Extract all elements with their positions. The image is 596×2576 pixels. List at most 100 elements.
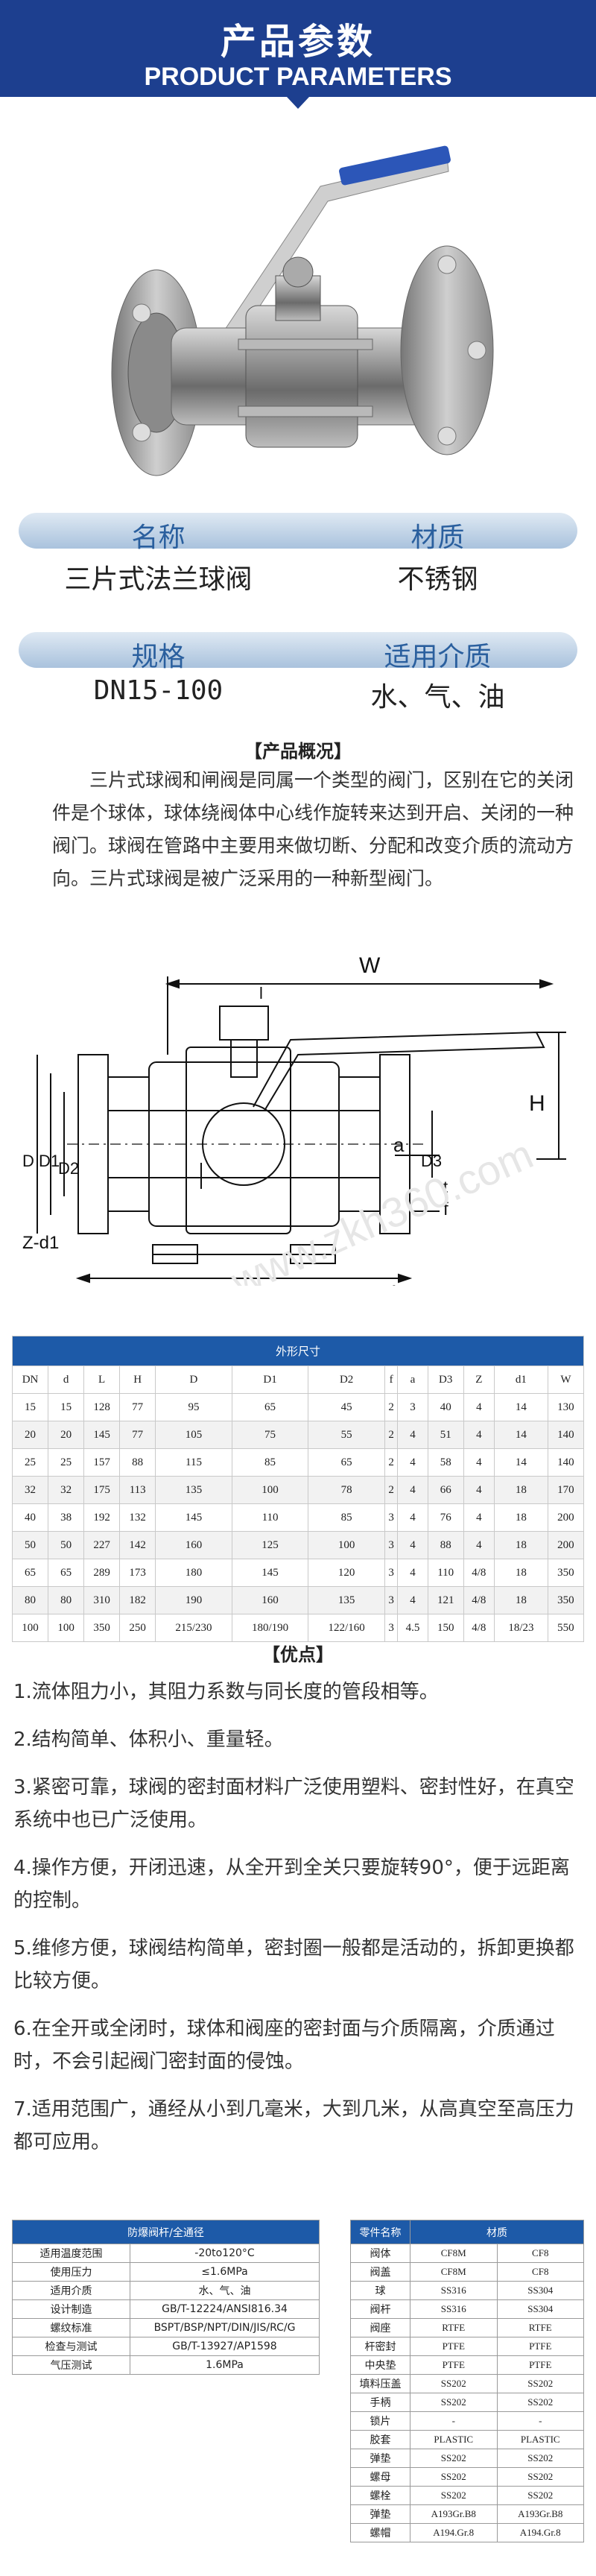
dim-label-l-small: l (259, 984, 263, 1003)
overview-text: 三片式球阀和闸阀是同属一个类型的阀门，区别在它的关闭件是个球体，球体绕阀体中心线… (52, 769, 574, 889)
table-cell: 215/230 (155, 1614, 232, 1642)
part-material: - (410, 2411, 498, 2431)
table-cell: 45 (308, 1393, 385, 1421)
part-material: SS202 (496, 2393, 584, 2412)
dimension-col-header: W (547, 1366, 585, 1394)
dimension-col-header: D1 (231, 1366, 309, 1394)
table-cell: 132 (119, 1503, 156, 1532)
table-cell: 65 (231, 1393, 309, 1421)
part-name: 手柄 (350, 2393, 410, 2412)
part-material: CF8M (410, 2244, 498, 2263)
table-cell: 18 (493, 1476, 548, 1504)
part-material: SS316 (410, 2299, 498, 2319)
name-label: 名称 (131, 523, 186, 553)
table-cell: 4/8 (463, 1559, 495, 1587)
dimension-col-header: Z (463, 1366, 495, 1394)
part-material: SS316 (410, 2281, 498, 2300)
table-cell: 150 (427, 1614, 464, 1642)
table-cell: 77 (119, 1393, 156, 1421)
part-material: SS202 (496, 2486, 584, 2505)
table-cell: 65 (308, 1448, 385, 1477)
table-cell: 38 (48, 1503, 85, 1532)
table-cell: 110 (231, 1503, 309, 1532)
table-cell: 4 (397, 1586, 428, 1614)
part-material: SS202 (496, 2374, 584, 2393)
part-material: PLASTIC (496, 2430, 584, 2449)
part-material: SS202 (410, 2467, 498, 2487)
table-cell: 32 (11, 1476, 49, 1504)
table-cell: 75 (231, 1421, 309, 1449)
table-cell: 180 (155, 1559, 232, 1587)
part-name: 填料压盖 (350, 2374, 410, 2393)
table-cell: 15 (48, 1393, 85, 1421)
part-material: RTFE (496, 2318, 584, 2337)
advantage-item-2: 2.结构简单、体积小、重量轻。 (13, 1729, 284, 1751)
part-name: 阀体 (350, 2244, 410, 2263)
table-cell: 140 (547, 1448, 585, 1477)
dimension-drawing: W H L D D1 D2 D3 a f t Z-d1 l www.zkh360… (22, 953, 566, 1286)
table-cell: 3 (384, 1614, 399, 1642)
part-material: - (496, 2411, 584, 2431)
table-cell: 95 (155, 1393, 232, 1421)
part-name: 球 (350, 2281, 410, 2300)
spec-key: 适用温度范围 (12, 2244, 130, 2263)
table-cell: 4 (463, 1421, 495, 1449)
table-row: 适用温度范围-20to120°C (12, 2244, 320, 2263)
spec-label: 规格 (131, 642, 186, 672)
table-cell: 25 (11, 1448, 49, 1477)
advantage-item-6: 6.在全开或全闭时，球体和阀座的密封面与介质隔离，介质通过时，不会引起阀门密封面… (13, 2018, 555, 2073)
material-table-part-header: 零件名称 (350, 2220, 410, 2244)
table-cell: 3 (397, 1393, 428, 1421)
name-material-bar: 名称 材质 (19, 513, 577, 553)
table-cell: 175 (83, 1476, 121, 1504)
table-cell: 350 (547, 1559, 585, 1587)
dim-label-t: t (443, 1178, 448, 1196)
table-cell: 50 (48, 1531, 85, 1559)
part-name: 杆密封 (350, 2337, 410, 2356)
table-cell: 80 (48, 1586, 85, 1614)
table-cell: 100 (231, 1476, 309, 1504)
table-cell: 20 (11, 1421, 49, 1449)
page-title: 产品参数 (220, 21, 375, 63)
dim-label-d3: D3 (421, 1152, 442, 1170)
part-name: 螺母 (350, 2467, 410, 2487)
part-material: SS202 (410, 2393, 498, 2412)
spec-value: DN15-100 (93, 675, 224, 706)
table-cell: 18 (493, 1559, 548, 1587)
table-cell: 170 (547, 1476, 585, 1504)
part-material: SS202 (496, 2467, 584, 2487)
part-name: 弹垫 (350, 2449, 410, 2468)
table-cell: 310 (83, 1586, 121, 1614)
table-cell: 100 (48, 1614, 85, 1642)
table-cell: 145 (83, 1421, 121, 1449)
advantage-item-7: 7.适用范围广，通经从小到几毫米，大到几米，从高真空至高压力都可应用。 (13, 2098, 574, 2153)
table-cell: 145 (155, 1503, 232, 1532)
table-cell: 4 (463, 1448, 495, 1477)
table-cell: 128 (83, 1393, 121, 1421)
table-cell: 4 (463, 1393, 495, 1421)
table-cell: 145 (231, 1559, 309, 1587)
table-cell: 350 (547, 1586, 585, 1614)
table-cell: 4 (397, 1559, 428, 1587)
table-cell: 105 (155, 1421, 232, 1449)
table-cell: 65 (11, 1559, 49, 1587)
table-cell: 18 (493, 1586, 548, 1614)
spec-value: 水、气、油 (130, 2281, 320, 2300)
table-cell: 100 (308, 1531, 385, 1559)
table-cell: 113 (119, 1476, 156, 1504)
part-name: 中央垫 (350, 2355, 410, 2375)
advantage-item-4: 4.操作方便，开闭迅速，从全开到全关只要旋转90°，便于远距离的控制。 (13, 1857, 570, 1912)
part-name: 阀杆 (350, 2299, 410, 2319)
table-cell: 4.5 (397, 1614, 428, 1642)
